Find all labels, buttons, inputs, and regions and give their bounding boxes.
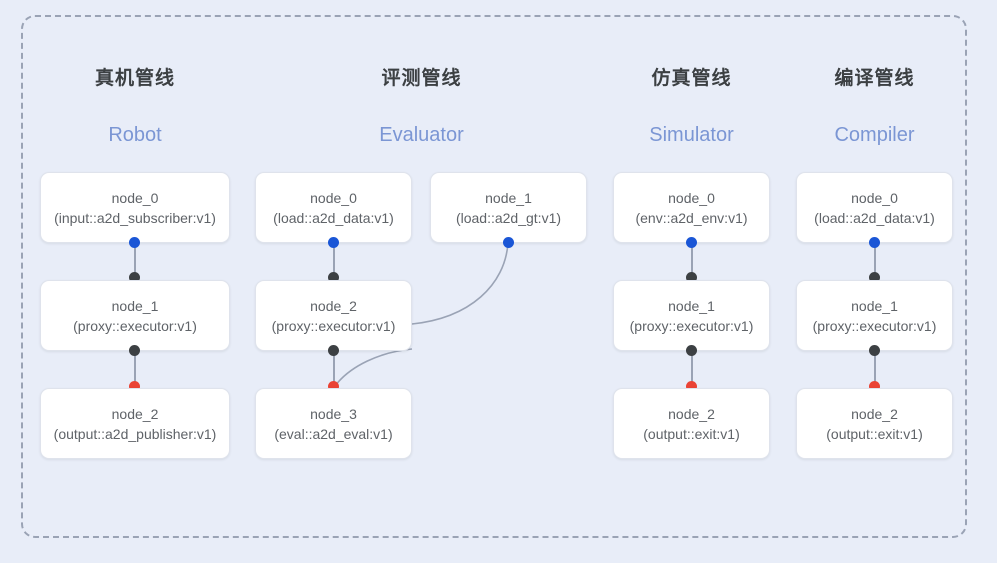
column-title-cn-simulator: 仿真管线: [651, 68, 732, 89]
node-name: node_0: [111, 189, 159, 206]
column-title-en-evaluator: Evaluator: [379, 124, 464, 146]
node-evaluator-0[interactable]: node_0 (load::a2d_data:v1): [255, 172, 412, 243]
node-spec: (proxy::executor:v1): [812, 317, 937, 334]
column-title-en-robot: Robot: [108, 124, 162, 146]
pipeline-column-robot: 真机管线 Robot: [40, 0, 230, 563]
node-simulator-2[interactable]: node_2 (output::exit:v1): [613, 388, 770, 459]
port-in-black-robot-1[interactable]: [129, 272, 140, 283]
node-spec: (env::a2d_env:v1): [635, 209, 748, 226]
node-name: node_3: [310, 405, 357, 422]
port-out-blue-evaluator-0[interactable]: [328, 237, 339, 248]
column-title-en-compiler: Compiler: [834, 124, 915, 146]
node-robot-0[interactable]: node_0 (input::a2d_subscriber:v1): [40, 172, 230, 243]
port-in-red-evaluator-3[interactable]: [328, 381, 339, 392]
port-in-red-robot-2[interactable]: [129, 381, 140, 392]
edge-evaluator-2-3: [333, 351, 335, 387]
edge-compiler-1-2: [874, 351, 876, 387]
port-out-black-robot-1[interactable]: [129, 345, 140, 356]
edge-robot-0-1: [134, 243, 136, 279]
node-spec: (load::a2d_data:v1): [273, 209, 394, 226]
port-in-red-compiler-2[interactable]: [869, 381, 880, 392]
port-out-blue-compiler-0[interactable]: [869, 237, 880, 248]
port-out-blue-robot-0[interactable]: [129, 237, 140, 248]
node-name: node_0: [851, 189, 898, 206]
node-evaluator-2[interactable]: node_2 (proxy::executor:v1): [255, 280, 412, 351]
node-name: node_2: [310, 297, 357, 314]
pipeline-column-simulator: 仿真管线 Simulator: [613, 0, 770, 563]
node-name: node_1: [668, 297, 715, 314]
node-spec: (proxy::executor:v1): [271, 317, 396, 334]
port-out-blue-evaluator-1-gt[interactable]: [503, 237, 514, 248]
edge-compiler-0-1: [874, 243, 876, 279]
node-spec: (eval::a2d_eval:v1): [274, 425, 393, 442]
edge-evaluator-0-2: [333, 243, 335, 279]
node-name: node_2: [668, 405, 715, 422]
node-compiler-2[interactable]: node_2 (output::exit:v1): [796, 388, 953, 459]
edge-robot-1-2: [134, 351, 136, 387]
port-out-black-compiler-1[interactable]: [869, 345, 880, 356]
node-spec: (proxy::executor:v1): [629, 317, 754, 334]
port-in-black-simulator-1[interactable]: [686, 272, 697, 283]
node-name: node_1: [111, 297, 159, 314]
node-name: node_0: [668, 189, 715, 206]
node-name: node_2: [851, 405, 898, 422]
column-title-cn-evaluator: 评测管线: [381, 68, 462, 89]
diagram-outer-frame: [21, 15, 967, 538]
node-name: node_1: [851, 297, 898, 314]
node-spec: (output::exit:v1): [826, 425, 923, 442]
node-evaluator-3[interactable]: node_3 (eval::a2d_eval:v1): [255, 388, 412, 459]
node-robot-2[interactable]: node_2 (output::a2d_publisher:v1): [40, 388, 230, 459]
pipeline-column-evaluator: 评测管线 Evaluator: [255, 0, 588, 563]
node-name: node_0: [310, 189, 357, 206]
edge-simulator-1-2: [691, 351, 693, 387]
port-in-black-evaluator-2[interactable]: [328, 272, 339, 283]
port-in-black-compiler-1[interactable]: [869, 272, 880, 283]
node-spec: (proxy::executor:v1): [73, 317, 197, 334]
column-title-en-simulator: Simulator: [649, 124, 734, 146]
node-name: node_2: [111, 405, 159, 422]
node-spec: (output::exit:v1): [643, 425, 740, 442]
node-spec: (output::a2d_publisher:v1): [53, 425, 217, 442]
node-evaluator-1-gt[interactable]: node_1 (load::a2d_gt:v1): [430, 172, 587, 243]
column-title-cn-robot: 真机管线: [94, 68, 175, 89]
node-robot-1[interactable]: node_1 (proxy::executor:v1): [40, 280, 230, 351]
node-spec: (load::a2d_data:v1): [814, 209, 935, 226]
node-name: node_1: [485, 189, 532, 206]
node-spec: (input::a2d_subscriber:v1): [54, 209, 216, 226]
node-simulator-0[interactable]: node_0 (env::a2d_env:v1): [613, 172, 770, 243]
port-out-black-simulator-1[interactable]: [686, 345, 697, 356]
port-in-red-simulator-2[interactable]: [686, 381, 697, 392]
node-compiler-1[interactable]: node_1 (proxy::executor:v1): [796, 280, 953, 351]
port-out-black-evaluator-2[interactable]: [328, 345, 339, 356]
column-title-cn-compiler: 编译管线: [834, 68, 915, 89]
node-simulator-1[interactable]: node_1 (proxy::executor:v1): [613, 280, 770, 351]
pipeline-column-compiler: 编译管线 Compiler: [796, 0, 953, 563]
node-compiler-0[interactable]: node_0 (load::a2d_data:v1): [796, 172, 953, 243]
port-out-blue-simulator-0[interactable]: [686, 237, 697, 248]
node-spec: (load::a2d_gt:v1): [455, 209, 562, 226]
edge-simulator-0-1: [691, 243, 693, 279]
